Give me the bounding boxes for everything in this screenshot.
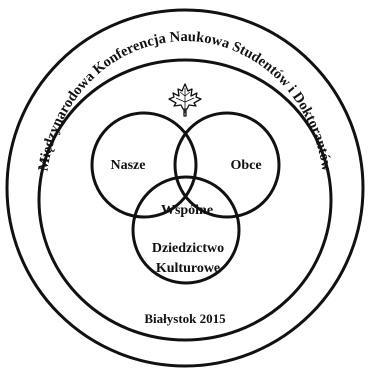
circle-obce <box>173 111 281 219</box>
outer-ring <box>5 8 365 368</box>
maple-leaf-icon <box>168 83 202 117</box>
circle-nasze <box>90 111 198 219</box>
circle-dziedzictwo <box>131 175 241 285</box>
inner-ring <box>37 58 333 342</box>
label-kulturowe: Kulturowe <box>156 261 220 276</box>
label-dziedzictwo: Dziedzictwo <box>152 241 224 256</box>
label-wspolne: Wspólne <box>161 203 213 218</box>
label-nasze: Nasze <box>111 158 146 173</box>
year-caption: Białystok 2015 <box>144 311 226 326</box>
label-obce: Obce <box>230 158 261 173</box>
